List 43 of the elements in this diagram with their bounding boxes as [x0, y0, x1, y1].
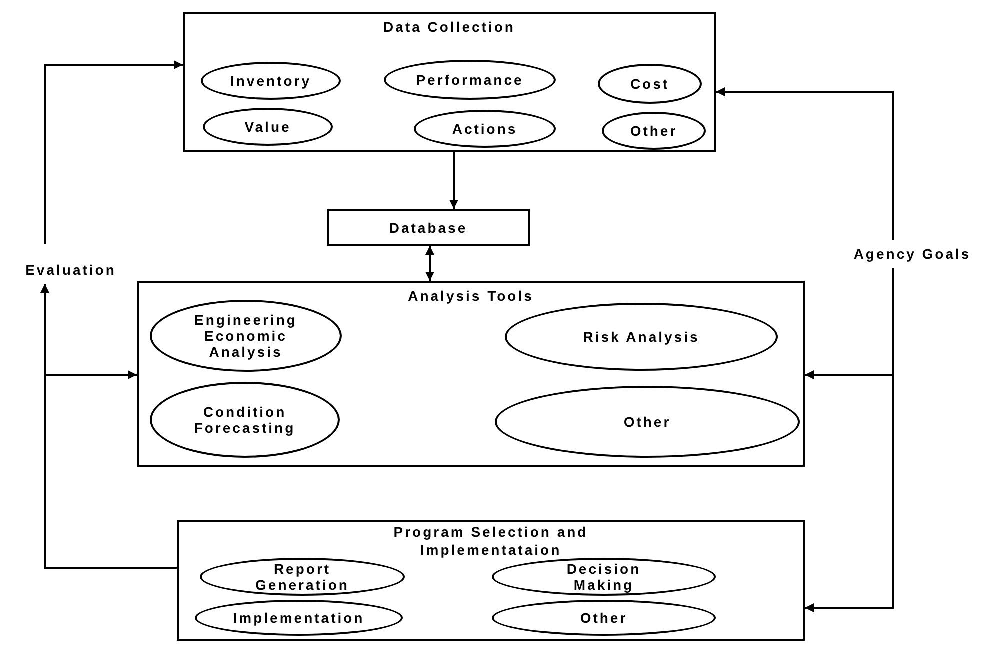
oval-label: Actions [452, 121, 518, 137]
arrow [44, 370, 177, 569]
oval-label: Other [624, 414, 672, 430]
arrow [716, 88, 894, 240]
oval-node [384, 60, 556, 100]
box-heading: Program Selection and Implementataion [392, 523, 590, 559]
node-label: Evaluation [6, 258, 136, 282]
oval-label: Value [244, 119, 292, 135]
oval-label: Risk Analysis [583, 329, 700, 345]
oval-node [492, 558, 716, 596]
oval-label: Other [630, 123, 678, 139]
oval-label: Inventory [230, 73, 312, 89]
oval-node [195, 600, 403, 636]
oval-label: Implementation [233, 610, 365, 626]
oval-node [203, 108, 333, 146]
oval-node [414, 110, 556, 148]
oval-node [150, 300, 342, 372]
box-heading: Analysis Tools [407, 287, 535, 305]
oval-node [598, 64, 702, 104]
process-box [177, 520, 805, 641]
arrow [426, 246, 434, 281]
process-box: Database [327, 209, 530, 246]
process-box [183, 12, 716, 152]
arrow [805, 268, 894, 612]
oval-node [201, 62, 341, 100]
oval-label: Other [580, 610, 628, 626]
oval-node [200, 558, 405, 596]
process-box [137, 281, 805, 467]
oval-label: Decision Making [566, 561, 642, 593]
oval-node [492, 600, 716, 636]
oval-label: Performance [416, 72, 524, 88]
oval-node [505, 303, 778, 371]
oval-label: Condition Forecasting [193, 404, 297, 436]
oval-node [495, 386, 800, 458]
oval-node [602, 112, 706, 150]
oval-label: Report Generation [254, 561, 350, 593]
arrow [450, 152, 458, 209]
oval-node [150, 382, 340, 458]
oval-label: Engineering Economic Analysis [194, 312, 298, 360]
arrow [44, 60, 183, 244]
node-label: Agency Goals [830, 242, 995, 266]
oval-label: Cost [630, 76, 670, 92]
box-heading: Data Collection [382, 18, 516, 36]
